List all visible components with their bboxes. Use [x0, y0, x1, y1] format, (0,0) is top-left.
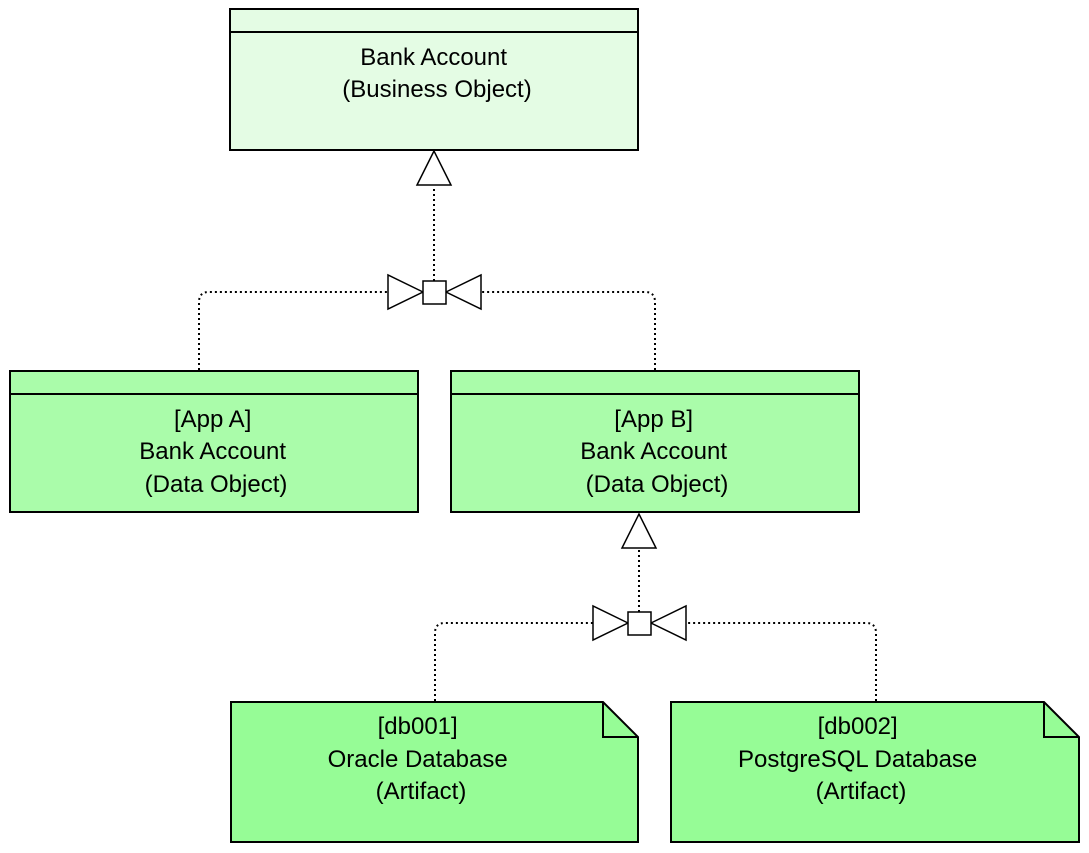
db002-artifact-node[interactable]: [db002] PostgreSQL Database (Artifact) [670, 701, 1080, 843]
db002-label: [db002] PostgreSQL Database (Artifact) [738, 713, 984, 805]
db002-id: [db002] [818, 713, 898, 740]
junction-top[interactable] [422, 280, 447, 305]
business-object-node[interactable]: Bank Account (Business Object) [229, 8, 639, 151]
connector-db001-to-junction-bottom[interactable] [434, 622, 594, 701]
app-a-name: Bank Account [139, 438, 286, 465]
junction-bottom[interactable] [627, 611, 652, 636]
realization-arrowhead-right-bottom [649, 604, 687, 642]
realization-arrowhead-right-top [444, 273, 482, 311]
app-a-data-object-node[interactable]: [App A] Bank Account (Data Object) [9, 370, 419, 513]
connectors [198, 186, 877, 701]
realization-arrowhead-left-top [387, 273, 425, 311]
realization-arrowhead-to-app-b [620, 512, 658, 549]
app-b-data-object-node[interactable]: [App B] Bank Account (Data Object) [450, 370, 860, 513]
business-object-type: (Business Object) [342, 76, 531, 103]
connector-db002-to-junction-bottom[interactable] [686, 622, 877, 701]
arrowheads [387, 149, 687, 642]
connector-app-b-to-junction-top[interactable] [481, 291, 656, 370]
db002-type: (Artifact) [816, 778, 907, 805]
db002-name: PostgreSQL Database [738, 746, 977, 773]
db001-label: [db001] Oracle Database (Artifact) [328, 713, 515, 805]
realization-arrowhead-to-business-object [415, 149, 453, 186]
business-object-label: Bank Account (Business Object) [342, 44, 531, 103]
db001-name: Oracle Database [328, 746, 508, 773]
app-a-data-object-label: [App A] Bank Account (Data Object) [139, 406, 292, 498]
business-object-name: Bank Account [360, 44, 507, 71]
app-b-type: (Data Object) [586, 471, 729, 498]
app-a-type: (Data Object) [145, 471, 288, 498]
app-b-prefix: [App B] [614, 406, 693, 433]
app-b-data-object-label: [App B] Bank Account (Data Object) [580, 406, 733, 498]
db001-type: (Artifact) [376, 778, 467, 805]
app-b-name: Bank Account [580, 438, 727, 465]
connector-app-a-to-junction-top[interactable] [198, 291, 389, 370]
db001-artifact-node[interactable]: [db001] Oracle Database (Artifact) [230, 701, 639, 843]
db001-id: [db001] [378, 713, 458, 740]
realization-arrowhead-left-bottom [592, 604, 630, 642]
app-a-prefix: [App A] [174, 406, 251, 433]
